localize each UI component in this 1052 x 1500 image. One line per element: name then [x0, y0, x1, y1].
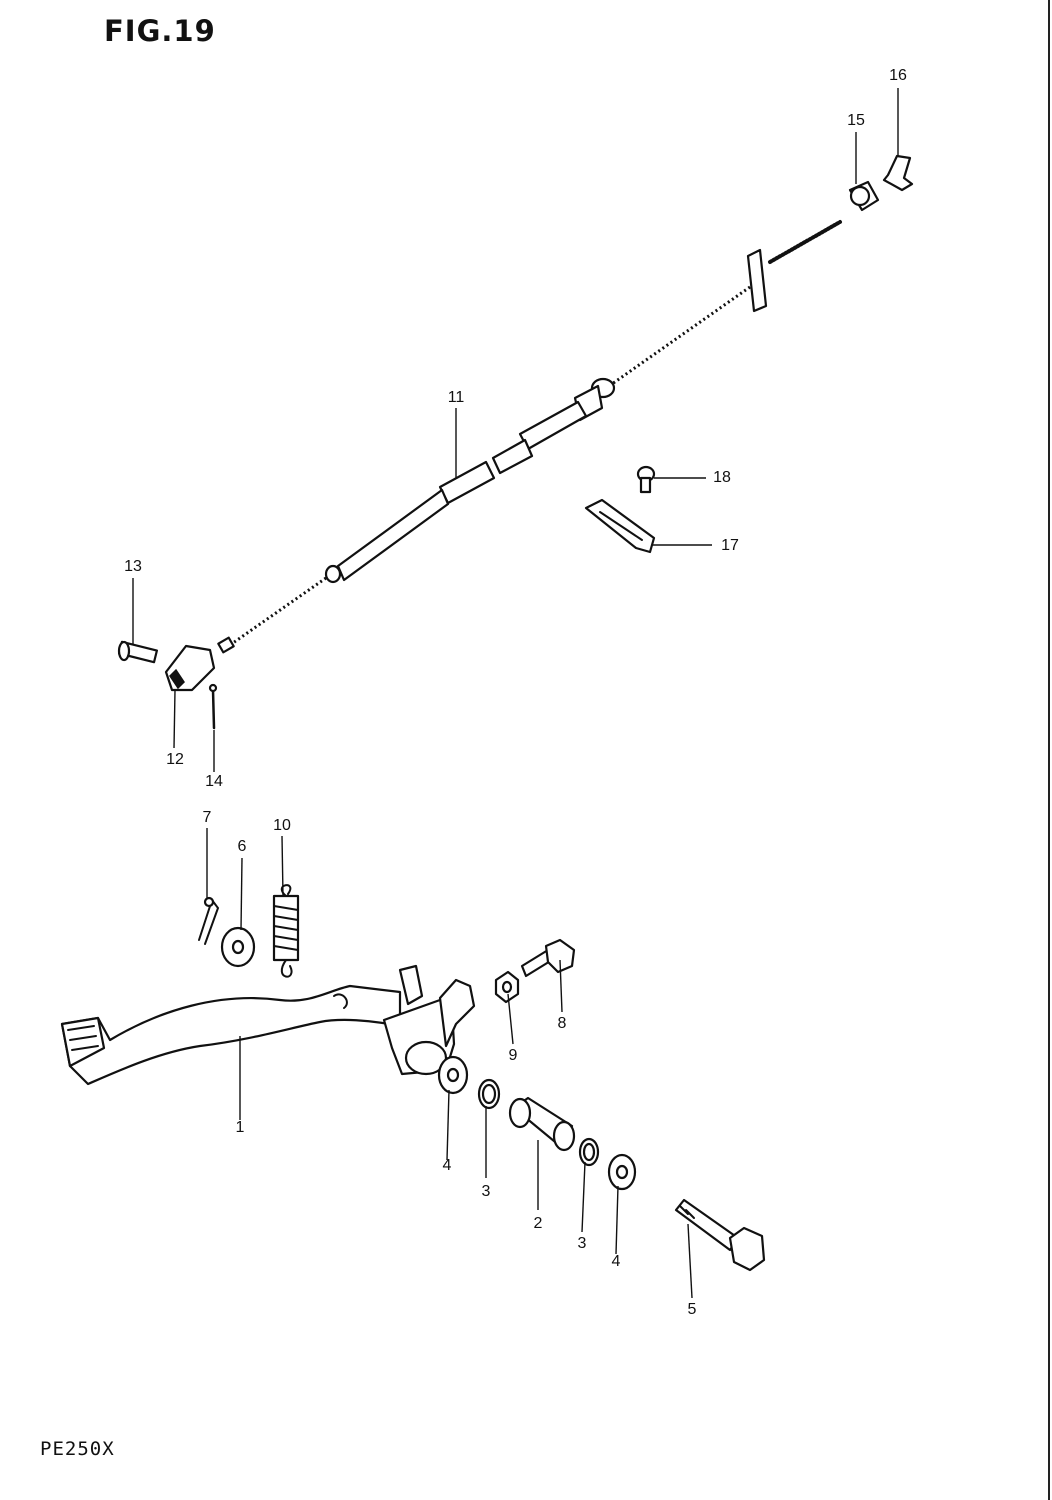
callout-18: 18 [713, 469, 731, 486]
part-wing-nut [882, 154, 914, 192]
figure-title: FIG.19 [104, 14, 216, 48]
callout-4-left: 4 [442, 1157, 452, 1174]
part-washer-left [437, 1055, 469, 1095]
callout-16: 16 [889, 67, 907, 84]
callout-5: 5 [687, 1301, 697, 1318]
part-cotter-pin-lower [198, 896, 220, 945]
callout-11: 11 [447, 389, 465, 406]
callout-15: 15 [847, 112, 865, 129]
callout-14: 14 [205, 773, 223, 790]
part-circlip-left [477, 1078, 501, 1110]
callout-12: 12 [166, 751, 184, 768]
callout-4-right: 4 [611, 1253, 621, 1270]
leader-lines [132, 88, 899, 1299]
part-washer-right [607, 1153, 637, 1191]
part-cable-clevis [164, 644, 216, 692]
part-circlip-right [578, 1137, 600, 1167]
callout-13: 13 [124, 558, 142, 575]
part-cotter-pin-upper [208, 683, 218, 730]
part-clevis-pin [117, 640, 159, 664]
callout-8: 8 [557, 1015, 567, 1032]
part-clamp-screw [636, 465, 656, 494]
part-pivot-bushing [508, 1096, 576, 1152]
part-cable-clamp [584, 498, 656, 554]
model-code: PE250X [40, 1438, 115, 1460]
part-brake-cable [217, 220, 842, 654]
part-brake-pedal [60, 964, 476, 1086]
part-cable-joint [848, 180, 880, 212]
page-border [1048, 0, 1050, 1500]
part-pivot-bolt [674, 1198, 766, 1272]
part-nut [494, 970, 520, 1004]
callout-1: 1 [235, 1119, 245, 1136]
callout-10: 10 [273, 817, 291, 834]
callout-17: 17 [721, 537, 739, 554]
part-return-spring [272, 884, 300, 978]
callout-3-right: 3 [577, 1235, 587, 1252]
callout-9: 9 [508, 1047, 518, 1064]
callout-3-left: 3 [481, 1183, 491, 1200]
callout-6: 6 [237, 838, 247, 855]
callout-2: 2 [533, 1215, 543, 1232]
part-washer-small [220, 926, 256, 968]
part-pedal-bolt-upper [520, 938, 576, 978]
callout-7: 7 [202, 809, 212, 826]
